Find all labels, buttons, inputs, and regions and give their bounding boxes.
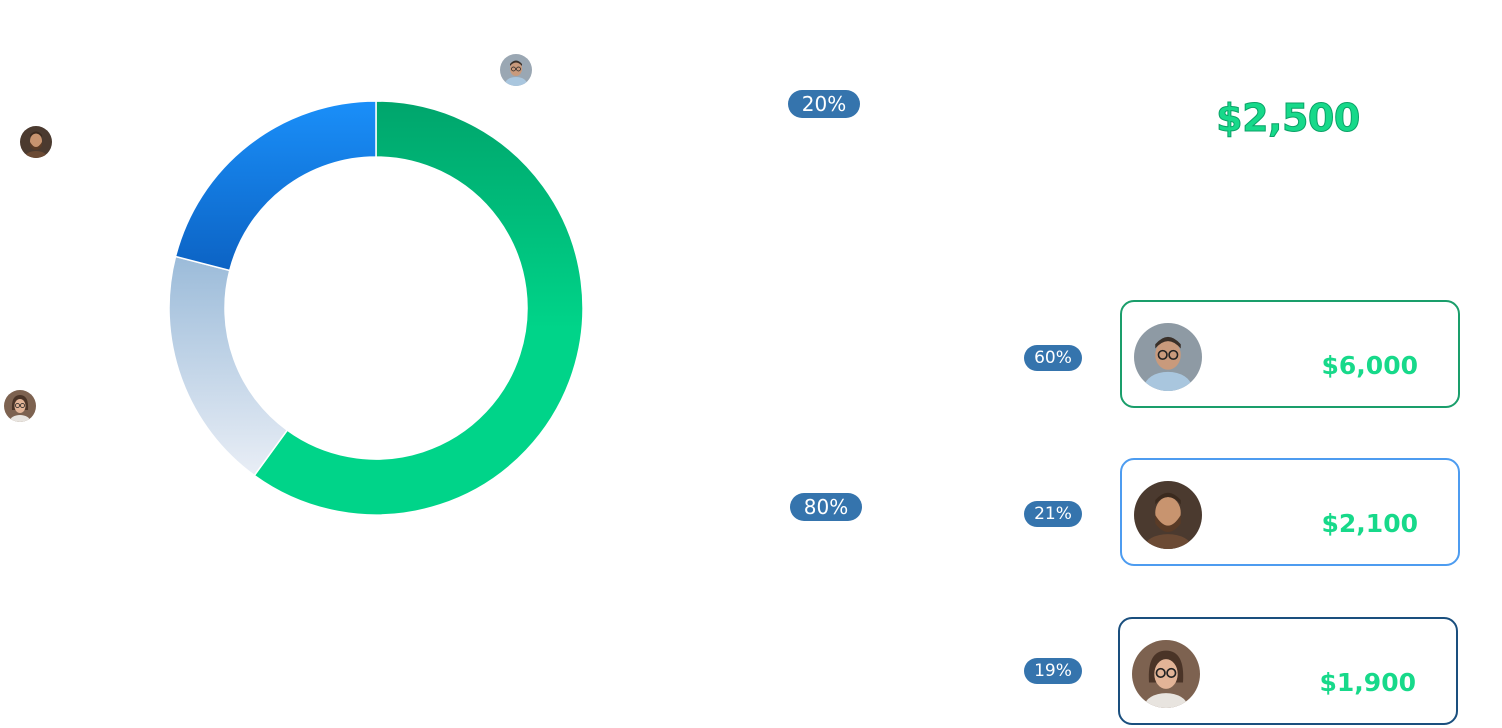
man-glasses-avatar [1134,323,1202,391]
total-amount: $2,500 [1216,96,1361,141]
donut-slice-2[interactable] [174,100,377,272]
bearded-man-avatar [20,126,52,158]
legend-card[interactable]: $2,100 [1120,458,1460,566]
donut-slice-1[interactable] [168,255,289,477]
card-amount: $1,900 [1319,668,1416,697]
bearded-man-avatar [1134,481,1202,549]
legend-card[interactable]: $1,900 [1118,617,1458,725]
card-percent-label: 60% [1024,345,1082,371]
card-percent-label: 21% [1024,501,1082,527]
woman-glasses-avatar [1132,640,1200,708]
card-amount: $2,100 [1321,509,1418,538]
percent-label: 80% [790,493,862,521]
donut-chart [168,100,584,516]
woman-glasses-avatar [4,390,36,422]
donut-slice-0[interactable] [253,100,584,516]
card-amount: $6,000 [1321,351,1418,380]
card-percent-label: 19% [1024,658,1082,684]
legend-card[interactable]: $6,000 [1120,300,1460,408]
percent-label: 20% [788,90,860,118]
man-glasses-avatar [500,54,532,86]
